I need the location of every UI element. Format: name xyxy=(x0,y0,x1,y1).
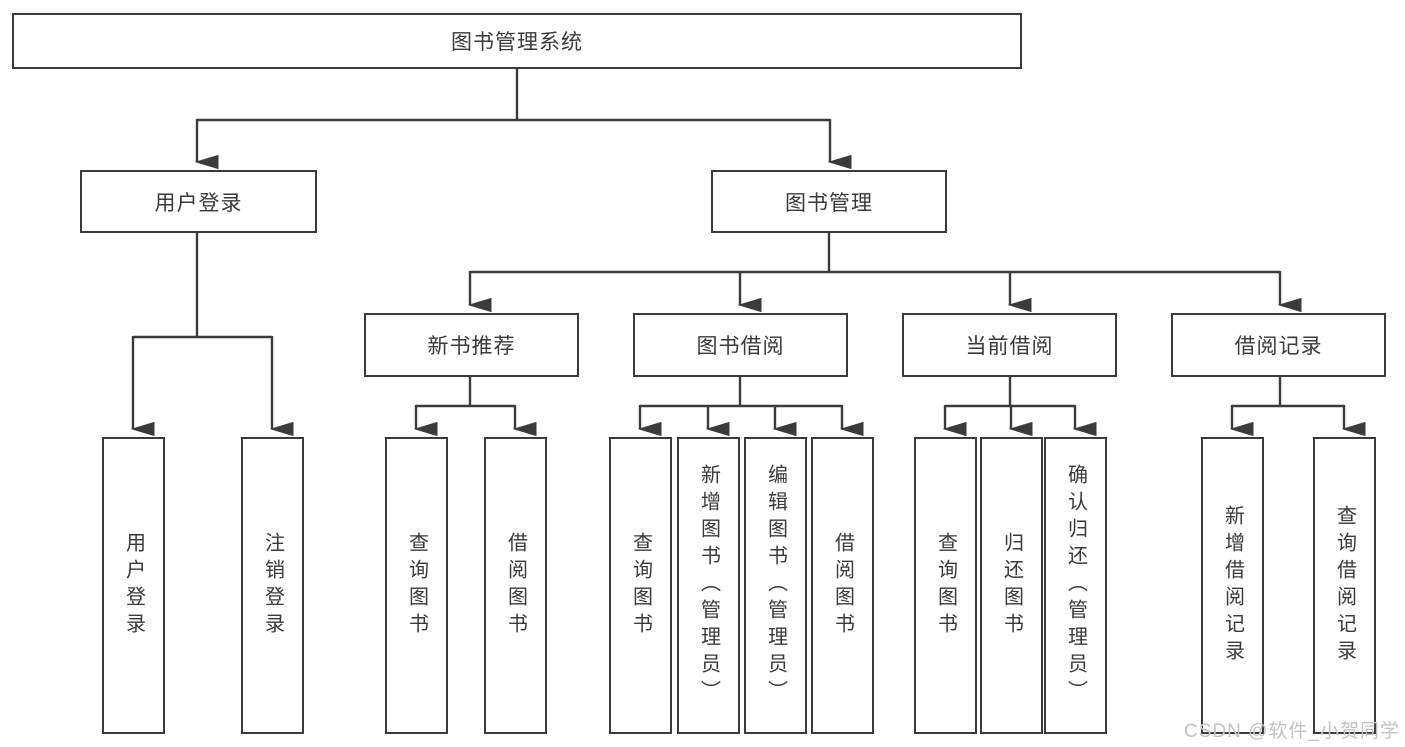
node-leaf-query-books-current: 查询图书 xyxy=(914,437,977,734)
node-label: 查询图书 xyxy=(405,531,428,640)
node-label: 当前借阅 xyxy=(965,335,1054,358)
node-leaf-user-login: 用户登录 xyxy=(102,437,165,734)
node-label: 新增图书（管理员） xyxy=(697,464,720,707)
node-label: 图书借阅 xyxy=(696,335,785,358)
node-label: 用户登录 xyxy=(154,191,243,215)
node-label: 查询借阅记录 xyxy=(1333,504,1356,667)
node-new-book-recommend: 新书推荐 xyxy=(364,313,579,377)
node-label: 归还图书 xyxy=(1000,531,1023,640)
node-leaf-edit-books-admin: 编辑图书（管理员） xyxy=(744,437,807,734)
node-user-login: 用户登录 xyxy=(80,170,317,233)
node-leaf-add-books-admin: 新增图书（管理员） xyxy=(677,437,740,734)
node-leaf-query-borrow-record: 查询借阅记录 xyxy=(1313,437,1376,734)
node-borrow-record: 借阅记录 xyxy=(1171,313,1386,377)
node-leaf-logout: 注销登录 xyxy=(241,437,304,734)
node-leaf-return-books: 归还图书 xyxy=(980,437,1043,734)
node-book-management: 图书管理 xyxy=(711,170,947,233)
node-label: 注销登录 xyxy=(261,531,284,640)
node-leaf-confirm-return-admin: 确认归还（管理员） xyxy=(1044,437,1107,734)
connector-borrow-record-to-leaves xyxy=(1229,377,1366,437)
node-label: 编辑图书（管理员） xyxy=(764,464,787,707)
node-label: 确认归还（管理员） xyxy=(1064,464,1087,707)
node-leaf-query-books-recommend: 查询图书 xyxy=(385,437,448,734)
connector-user-login-to-leaves xyxy=(130,233,294,437)
connector-current-borrow-to-leaves xyxy=(942,377,1097,437)
node-label: 图书管理系统 xyxy=(451,31,583,54)
csdn-watermark: CSDN @软件_小贺同学 xyxy=(1184,721,1400,742)
connector-book-mgmt-to-level2 xyxy=(467,233,1302,313)
node-label: 借阅记录 xyxy=(1234,335,1323,358)
connector-new-book-to-leaves xyxy=(413,377,537,437)
node-root-system: 图书管理系统 xyxy=(12,13,1022,69)
connector-book-borrow-to-leaves xyxy=(637,377,864,437)
connector-root-to-level1 xyxy=(194,69,852,170)
node-label: 查询图书 xyxy=(934,531,957,640)
node-leaf-add-borrow-record: 新增借阅记录 xyxy=(1201,437,1264,734)
node-book-borrow: 图书借阅 xyxy=(633,313,848,377)
node-label: 查询图书 xyxy=(629,531,652,640)
node-label: 借阅图书 xyxy=(831,531,854,640)
node-label: 新书推荐 xyxy=(427,335,516,358)
node-label: 借阅图书 xyxy=(504,531,527,640)
node-current-borrow: 当前借阅 xyxy=(902,313,1117,377)
node-label: 新增借阅记录 xyxy=(1221,504,1244,667)
node-label: 图书管理 xyxy=(785,191,873,215)
node-label: 用户登录 xyxy=(122,531,145,640)
node-leaf-borrow-books: 借阅图书 xyxy=(811,437,874,734)
node-leaf-query-books-borrow: 查询图书 xyxy=(609,437,672,734)
node-leaf-borrow-books-recommend: 借阅图书 xyxy=(484,437,547,734)
